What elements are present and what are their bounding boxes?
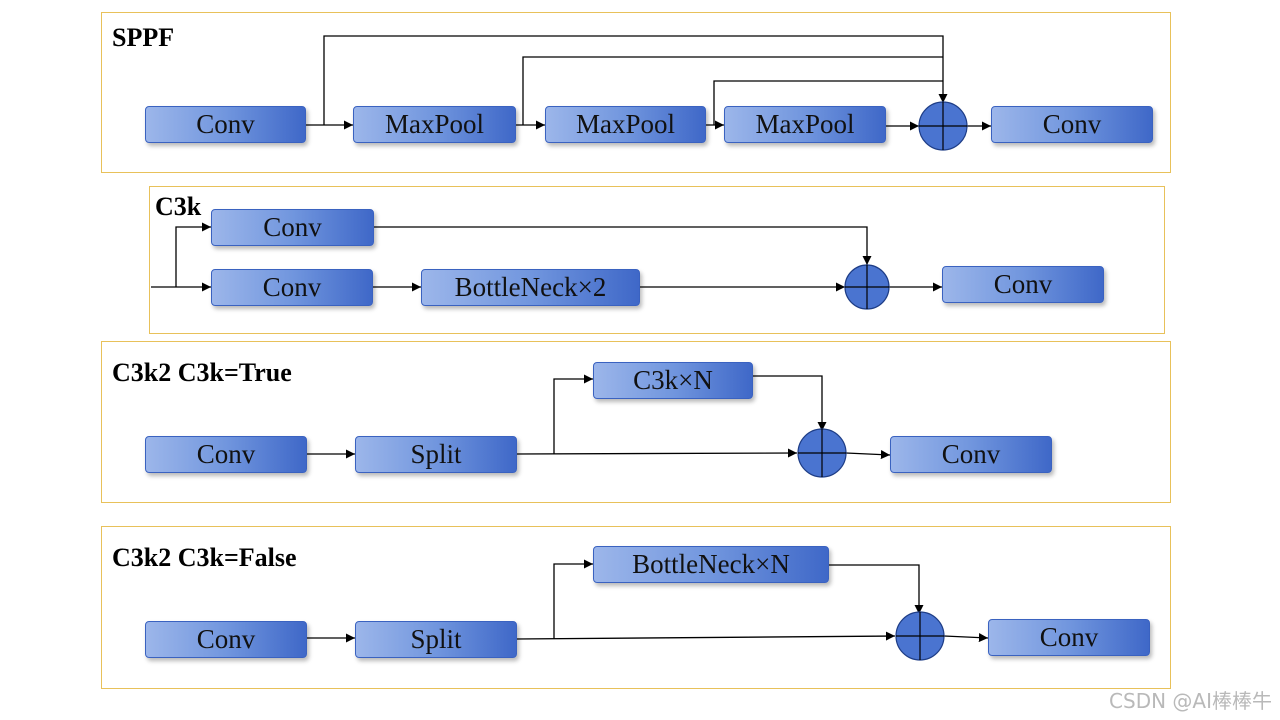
c3k2-true-wire xyxy=(553,374,593,454)
sppf-conv-in-block: Conv xyxy=(145,106,306,143)
c3k-panel: C3k xyxy=(149,186,1165,334)
c3k2-true-wire xyxy=(515,448,798,458)
c3k-wire xyxy=(374,226,872,265)
c3k2-true-panel: C3k2 C3k=True xyxy=(101,341,1171,503)
watermark: CSDN @AI棒棒牛 xyxy=(1109,689,1272,713)
c3k2-true-c3k-block: C3k×N xyxy=(593,362,753,399)
c3k-conv-out-block: Conv xyxy=(942,266,1104,303)
c3k2-false-wire xyxy=(553,559,593,639)
sppf-panel: SPPF xyxy=(101,12,1171,173)
c3k2-true-conv-in-block: Conv xyxy=(145,436,307,473)
c3k2-true-conv-out-block: Conv xyxy=(890,436,1052,473)
sppf-maxpool-block: MaxPool xyxy=(724,106,886,143)
c3k2-false-wire xyxy=(515,631,896,641)
c3k2-true-wire xyxy=(845,450,891,460)
c3k2-false-conv-in-block: Conv xyxy=(145,621,307,658)
c3k-bottleneck-block: BottleNeck×2 xyxy=(421,269,640,306)
c3k-conv-top-block: Conv xyxy=(211,209,374,246)
c3k-title: C3k xyxy=(155,192,202,221)
c3k2-true-add-node xyxy=(797,428,847,478)
sppf-add-node xyxy=(918,101,968,151)
c3k2-false-conv-out-block: Conv xyxy=(988,619,1150,656)
c3k2-true-split-block: Split xyxy=(355,436,517,473)
sppf-skip-wire xyxy=(713,80,943,125)
sppf-conv-out-block: Conv xyxy=(991,106,1153,143)
sppf-maxpool-block: MaxPool xyxy=(545,106,706,143)
c3k-wire xyxy=(175,222,211,287)
c3k2-false-wire xyxy=(790,564,924,614)
sppf-title: SPPF xyxy=(112,23,175,52)
sppf-maxpool-block: MaxPool xyxy=(353,106,516,143)
sppf-skip-wire xyxy=(522,56,943,125)
c3k2-false-split-block: Split xyxy=(355,621,517,658)
c3k2-false-bottleneck-block: BottleNeck×N xyxy=(593,546,829,583)
sppf-skip-wire xyxy=(323,35,948,125)
c3k2-false-wire xyxy=(943,633,989,643)
c3k2-true-title: C3k2 C3k=True xyxy=(112,358,292,387)
c3k2-false-panel: C3k2 C3k=False xyxy=(101,526,1171,689)
c3k-conv-bottom-block: Conv xyxy=(211,269,373,306)
c3k2-false-title: C3k2 C3k=False xyxy=(112,543,297,572)
c3k-add-node xyxy=(844,264,890,310)
c3k2-true-wire xyxy=(753,375,827,431)
c3k2-false-add-node xyxy=(895,611,945,661)
